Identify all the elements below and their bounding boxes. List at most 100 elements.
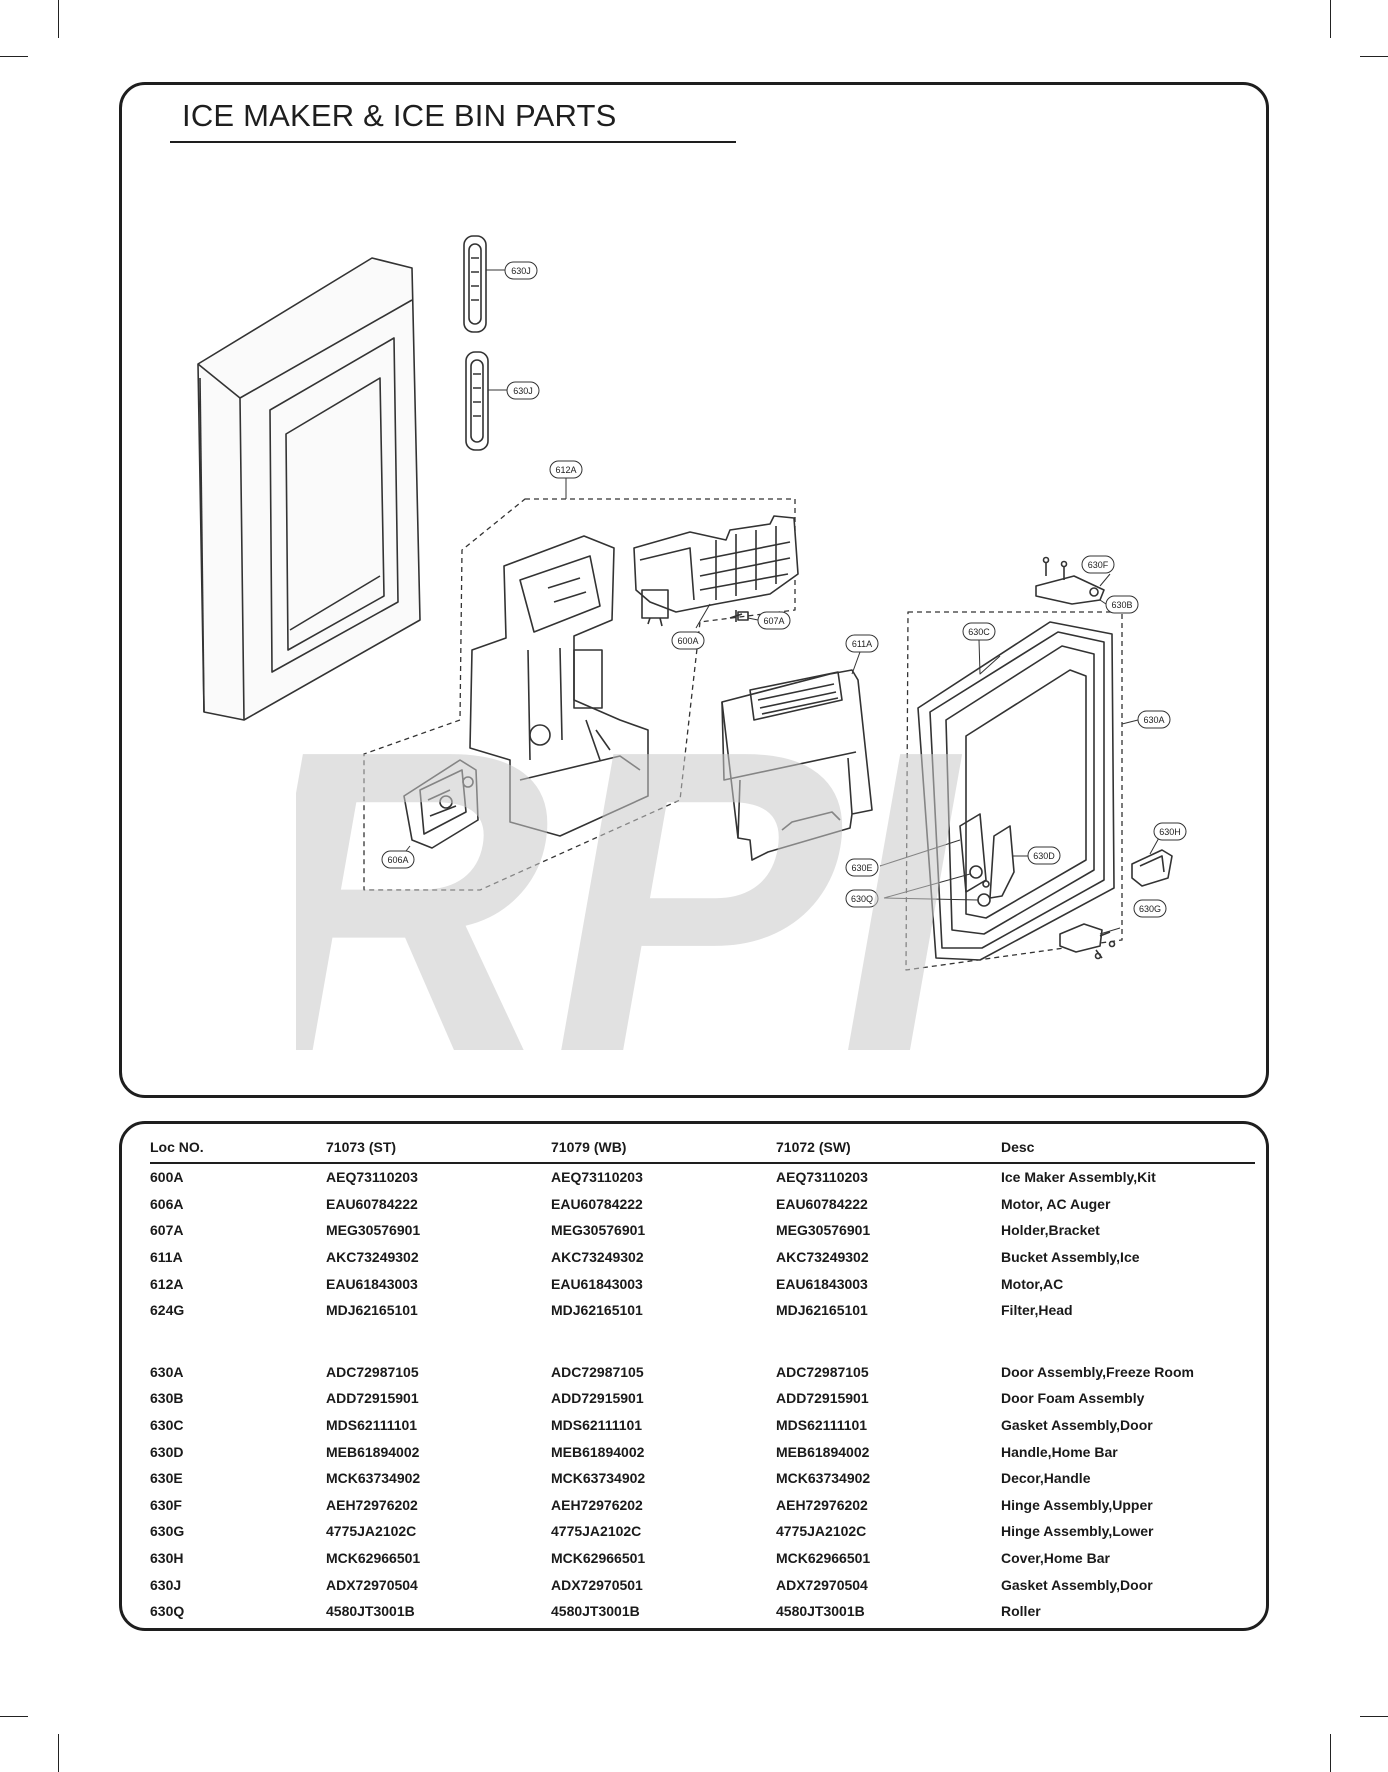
cell-part-wb: EAU60784222: [551, 1195, 643, 1212]
table-row: 607A MEG30576901 MEG30576901 MEG30576901…: [150, 1217, 1255, 1244]
cell-part-wb: MEG30576901: [551, 1222, 646, 1239]
crop-mark: [0, 1716, 28, 1717]
cell-part-wb: MCK63734902: [551, 1470, 646, 1487]
cell-part-st: MEG30576901: [326, 1222, 421, 1239]
cell-loc: 611A: [150, 1249, 183, 1266]
callout-630j-upper: 630J: [504, 261, 538, 280]
cell-part-sw: EAU61843003: [776, 1275, 868, 1292]
holder-screw-607a: [729, 610, 749, 622]
cell-part-sw: EAU60784222: [776, 1195, 868, 1212]
table-row: 606A EAU60784222 EAU60784222 EAU60784222…: [150, 1191, 1255, 1218]
cell-desc: Roller: [1001, 1603, 1041, 1620]
cell-part-st: ADD72915901: [326, 1390, 419, 1407]
callout-label: 606A: [387, 855, 408, 865]
table-row: 630Q 4580JT3001B 4580JT3001B 4580JT3001B…: [150, 1598, 1255, 1625]
cell-part-wb: 4580JT3001B: [551, 1603, 640, 1620]
callout-630a: 630A: [1137, 710, 1171, 729]
cell-desc: Holder,Bracket: [1001, 1222, 1100, 1239]
callout-label: 630F: [1088, 560, 1109, 570]
cell-part-wb: AEQ73110203: [551, 1169, 643, 1186]
cell-part-wb: ADC72987105: [551, 1363, 644, 1380]
callout-label: 612A: [555, 465, 576, 475]
callout-label: 630B: [1111, 600, 1132, 610]
cell-loc: 630G: [150, 1523, 185, 1540]
cell-desc: Hinge Assembly,Lower: [1001, 1523, 1154, 1540]
cell-part-st: ADX72970504: [326, 1576, 418, 1593]
motor-bracket-612a: [469, 535, 649, 837]
table-row: 630G 4775JA2102C 4775JA2102C 4775JA2102C…: [150, 1518, 1255, 1545]
cell-part-wb: AEH72976202: [551, 1496, 643, 1513]
header-loc-no: Loc NO.: [150, 1132, 326, 1164]
table-row: 630B ADD72915901 ADD72915901 ADD72915901…: [150, 1385, 1255, 1412]
cell-part-st: MEB61894002: [326, 1443, 420, 1460]
header-desc: Desc: [1001, 1132, 1255, 1164]
cell-loc: 630D: [150, 1443, 184, 1460]
cell-part-sw: MCK62966501: [776, 1550, 871, 1567]
cell-part-wb: EAU61843003: [551, 1275, 643, 1292]
table-spacer-row: [150, 1324, 1255, 1359]
callout-630f: 630F: [1081, 555, 1115, 574]
cell-part-sw: MCK63734902: [776, 1470, 871, 1487]
home-bar-handle-630d: [969, 825, 1015, 907]
cell-loc: 607A: [150, 1222, 184, 1239]
cell-part-sw: MEG30576901: [776, 1222, 871, 1239]
cell-part-sw: MDJ62165101: [776, 1302, 868, 1319]
cell-loc: 630J: [150, 1576, 182, 1593]
callout-630g: 630G: [1133, 899, 1167, 918]
table-row: 630C MDS62111101 MDS62111101 MDS62111101…: [150, 1412, 1255, 1439]
table-row: 630D MEB61894002 MEB61894002 MEB61894002…: [150, 1438, 1255, 1465]
crop-mark: [1330, 0, 1331, 38]
cell-part-st: AKC73249302: [326, 1249, 419, 1266]
callout-630e: 630E: [845, 858, 879, 877]
cell-part-st: 4775JA2102C: [326, 1523, 417, 1540]
header-71073-st: 71073 (ST): [326, 1132, 551, 1164]
page-title: ICE MAKER & ICE BIN PARTS: [182, 98, 617, 133]
callout-630d: 630D: [1027, 846, 1061, 865]
cell-part-sw: 4775JA2102C: [776, 1523, 867, 1540]
callout-630b: 630B: [1105, 595, 1139, 614]
table-row: 630E MCK63734902 MCK63734902 MCK63734902…: [150, 1465, 1255, 1492]
cell-part-st: AEQ73110203: [326, 1169, 418, 1186]
table-row: 630F AEH72976202 AEH72976202 AEH72976202…: [150, 1492, 1255, 1519]
cell-part-wb: ADX72970501: [551, 1576, 643, 1593]
cell-loc: [150, 1324, 326, 1359]
callout-label: 630Q: [851, 894, 873, 904]
callout-label: 630C: [968, 627, 990, 637]
cell-loc: 630H: [150, 1550, 184, 1567]
table-row: 612A EAU61843003 EAU61843003 EAU61843003…: [150, 1270, 1255, 1297]
table-row: 630J ADX72970504 ADX72970501 ADX72970504…: [150, 1571, 1255, 1598]
cell-part-st: EAU61843003: [326, 1275, 418, 1292]
cell-part-sw: AEH72976202: [776, 1496, 868, 1513]
callout-630h: 630H: [1153, 822, 1187, 841]
cell-part-wb: MDS62111101: [551, 1417, 643, 1434]
cell-part-wb: MEB61894002: [551, 1443, 645, 1460]
cell-loc: 612A: [150, 1275, 184, 1292]
cell-desc: Handle,Home Bar: [1001, 1443, 1118, 1460]
watermark-logo: RPI: [296, 661, 1007, 1130]
cell-part-wb: MCK62966501: [551, 1550, 646, 1567]
cell-part-sw: [776, 1324, 1001, 1359]
cell-part-sw: MEB61894002: [776, 1443, 870, 1460]
cell-part-sw: 4580JT3001B: [776, 1603, 865, 1620]
callout-607a: 607A: [757, 611, 791, 630]
table-row: 600A AEQ73110203 AEQ73110203 AEQ73110203…: [150, 1163, 1255, 1191]
callout-label: 630D: [1033, 851, 1055, 861]
cell-loc: 606A: [150, 1195, 184, 1212]
cell-desc: Hinge Assembly,Upper: [1001, 1496, 1153, 1513]
cell-part-st: MCK62966501: [326, 1550, 421, 1567]
cell-desc: Ice Maker Assembly,Kit: [1001, 1169, 1156, 1186]
cell-desc: Door Assembly,Freeze Room: [1001, 1363, 1194, 1380]
cell-part-wb: MDJ62165101: [551, 1302, 643, 1319]
cell-desc: Gasket Assembly,Door: [1001, 1576, 1153, 1593]
gasket-strip-630j-upper: [463, 235, 487, 333]
title-underline: [170, 141, 736, 143]
cell-loc: 630C: [150, 1417, 184, 1434]
cell-part-sw: AEQ73110203: [776, 1169, 868, 1186]
callout-label: 630G: [1139, 904, 1161, 914]
callout-630j-lower: 630J: [506, 381, 540, 400]
callout-630q: 630Q: [845, 889, 879, 908]
crop-mark: [58, 1734, 59, 1772]
cell-desc: Bucket Assembly,Ice: [1001, 1249, 1140, 1266]
exploded-parts-diagram: 630J 630J 612A 630F 630B 630C 607A 600A …: [197, 235, 1187, 971]
callout-606a: 606A: [381, 850, 415, 869]
